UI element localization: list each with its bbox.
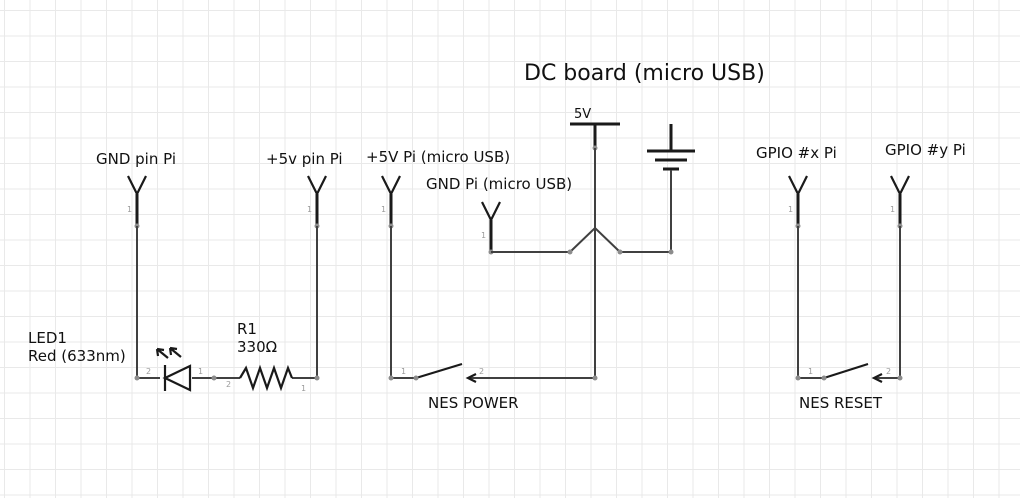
connector-plus5v-pin-pi[interactable]: 1 [307, 175, 327, 229]
pin-number: 1 [401, 367, 406, 376]
pin-number: 1 [198, 367, 203, 376]
diagram-title: DC board (micro USB) [524, 61, 765, 86]
label-plus5v-pin-pi: +5v pin Pi [266, 150, 343, 168]
pin-number: 1 [788, 205, 793, 214]
pin-number: 2 [886, 367, 891, 376]
resistor-r1-ref: R1 [237, 320, 257, 338]
ground-symbol[interactable] [647, 124, 695, 171]
switch-nes-power[interactable]: 1 2 [401, 362, 484, 383]
resistor-r1-value: 330Ω [237, 338, 277, 356]
supply-5v-label: 5V [574, 107, 591, 122]
switch-nes-reset[interactable]: 1 2 [808, 362, 891, 383]
pin-number: 2 [479, 367, 484, 376]
label-nes-power: NES POWER [428, 394, 519, 412]
connector-plus5v-pi-micro-usb[interactable]: 1 [381, 175, 401, 229]
connector-gnd-pin-pi[interactable]: 1 [127, 175, 147, 229]
led1-ref: LED1 [28, 329, 67, 347]
connector-gpio-y-pi[interactable]: 1 [890, 175, 910, 229]
label-nes-reset: NES RESET [799, 394, 883, 412]
label-plus5v-pi-micro-usb: +5V Pi (micro USB) [366, 148, 510, 166]
connector-gpio-x-pi[interactable]: 1 [788, 175, 808, 229]
led1-value: Red (633nm) [28, 347, 126, 365]
pin-number: 2 [226, 380, 231, 389]
pin-number: 1 [127, 205, 132, 214]
pin-number: 1 [808, 367, 813, 376]
wire-reset-network [795, 226, 903, 381]
label-gpio-x-pi: GPIO #x Pi [756, 144, 837, 162]
wire-power-network [388, 148, 674, 381]
supply-5v-symbol[interactable] [570, 122, 620, 151]
pin-number: 1 [301, 384, 306, 393]
pin-number: 1 [481, 231, 486, 240]
wire-led-loop [134, 226, 320, 381]
label-gnd-pi-micro-usb: GND Pi (micro USB) [426, 175, 572, 193]
pin-number: 2 [146, 367, 151, 376]
label-gnd-pin-pi: GND pin Pi [96, 150, 176, 168]
label-gpio-y-pi: GPIO #y Pi [885, 141, 966, 159]
resistor-r1-symbol[interactable]: 2 1 [226, 364, 306, 393]
led1-symbol[interactable]: 2 1 [146, 346, 203, 392]
connector-gnd-pi-micro-usb[interactable]: 1 [481, 201, 501, 255]
pin-number: 1 [890, 205, 895, 214]
pin-number: 1 [307, 205, 312, 214]
pin-number: 1 [381, 205, 386, 214]
